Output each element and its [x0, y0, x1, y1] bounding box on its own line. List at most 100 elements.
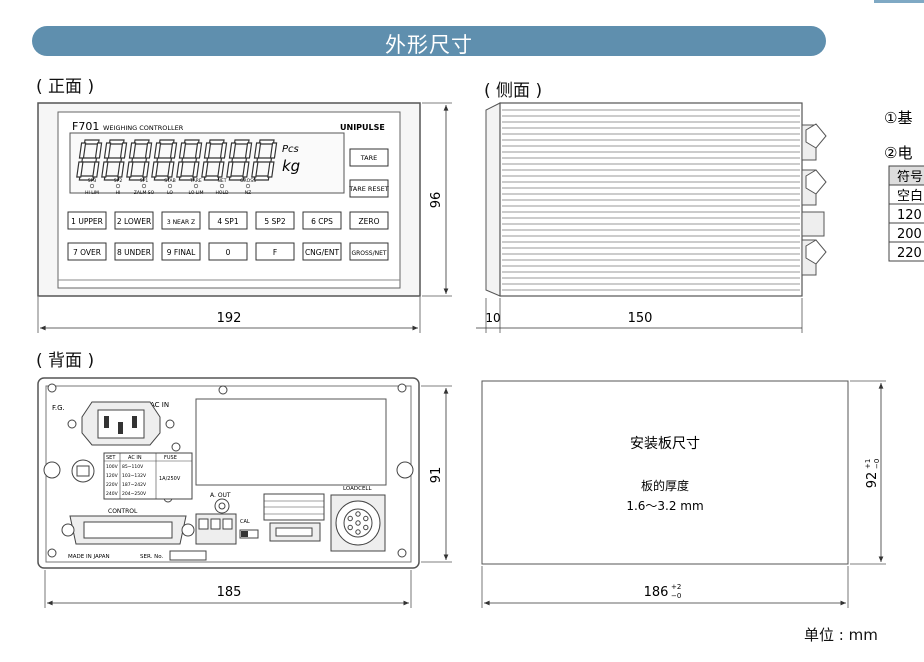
panel-cutout-view: 安装板尺寸 板的厚度 1.6～3.2 mm 186 +2 −0 92 +1 −0	[481, 380, 886, 608]
unit-note: 单位 : mm	[804, 626, 878, 644]
svg-text:5 SP2: 5 SP2	[264, 217, 285, 226]
key-tare-reset[interactable]: TARE RESET	[348, 179, 389, 198]
title-banner: 外形尺寸	[32, 26, 826, 57]
note-row: 空白	[897, 188, 923, 204]
status-indicator: STAB LO	[164, 178, 175, 196]
digit-8	[101, 139, 128, 181]
vt-header-fuse: FUSE	[164, 455, 177, 461]
panel-width-tol-minus: −0	[671, 592, 681, 600]
keypad-key[interactable]: F	[255, 242, 295, 261]
unit-pcs: Pcs	[282, 144, 299, 155]
vt-cell: 204~250V	[122, 491, 147, 497]
svg-text:TARE: TARE	[360, 154, 378, 162]
digit-8	[201, 139, 228, 181]
option-slot	[195, 398, 387, 486]
vt-cell: 85~110V	[122, 464, 144, 470]
indicator-bottom-label: HOLD	[216, 190, 229, 196]
digit-8	[176, 139, 203, 181]
front-width-dim: 192	[217, 311, 242, 326]
rear-ser-label: SER. No.	[140, 554, 163, 560]
note-row: 220	[897, 246, 922, 261]
section-rear-label: ( 背面 )	[36, 351, 95, 371]
panel-title: 安装板尺寸	[630, 436, 700, 452]
indicator-bottom-label: LO	[167, 190, 173, 196]
panel-cutout	[481, 380, 849, 565]
keypad-key[interactable]: 9 FINAL	[161, 242, 201, 261]
svg-text:4 SP1: 4 SP1	[217, 217, 238, 226]
keypad-key[interactable]: 3 NEAR Z	[161, 211, 201, 230]
vt-fuse: 1A/250V	[159, 476, 181, 482]
indicator-top-label: STAB	[164, 178, 175, 184]
rear-made-label: MADE IN JAPAN	[68, 554, 110, 560]
keypad-key[interactable]: CNG/ENT	[302, 242, 342, 261]
note-table-header: 符号	[897, 169, 923, 185]
indicator-bottom-label: HI	[116, 190, 121, 196]
vt-cell: 103~132V	[122, 473, 147, 479]
panel-height-dim: 92	[865, 472, 880, 489]
right-notes: ①基 ②电 符号 空白 120 200 220	[884, 109, 924, 262]
keypad-key[interactable]: ZERO	[349, 211, 389, 230]
voltage-table: SET AC IN FUSE 100V 85~110V 120V 103~132…	[103, 452, 193, 500]
rear-aout-label: A. OUT	[210, 492, 231, 499]
panel-height-tol-plus: +1	[864, 459, 872, 469]
banner-title: 外形尺寸	[385, 33, 473, 57]
vt-header-acin: AC IN	[128, 455, 142, 461]
key-tare[interactable]: TARE	[349, 148, 389, 167]
rear-acin-label: AC IN	[150, 401, 169, 409]
vt-cell: 120V	[106, 473, 119, 479]
keypad-key[interactable]: 4 SP1	[208, 211, 248, 230]
cal-switch	[239, 529, 259, 539]
indicator-bottom-label: HI LIM	[85, 190, 99, 196]
svg-text:TARE RESET: TARE RESET	[348, 185, 388, 193]
indicator-bottom-label: NZ	[245, 190, 251, 196]
front-subtitle: WEIGHING CONTROLLER	[103, 124, 184, 132]
rear-height-dim: 91	[429, 467, 444, 484]
digit-8	[76, 139, 103, 181]
fuse-holder	[71, 459, 95, 483]
svg-text:2 LOWER: 2 LOWER	[117, 217, 151, 226]
unit-kg: kg	[282, 157, 300, 175]
keypad-key[interactable]: GROSS/NET	[349, 242, 389, 261]
indicator-top-label: NET	[218, 178, 227, 184]
svg-text:0: 0	[226, 248, 231, 257]
rear-fg-label: F.G.	[52, 404, 65, 412]
keypad-key[interactable]: 0	[208, 242, 248, 261]
note-row: 200	[897, 227, 922, 242]
digit-8	[126, 139, 153, 181]
svg-text:ZERO: ZERO	[359, 217, 380, 226]
indicator-top-label: SP1	[140, 178, 149, 184]
side-depth-front: 10	[485, 311, 500, 325]
rear-width-dim: 185	[217, 585, 242, 600]
side-view: 10 150	[476, 102, 827, 333]
front-brand: UNIPULSE	[340, 123, 385, 132]
keypad-key[interactable]: 7 OVER	[67, 242, 107, 261]
svg-text:8 UNDER: 8 UNDER	[117, 248, 151, 257]
panel-height-tol-minus: −0	[873, 459, 881, 469]
section-side-label: ( 侧面 )	[484, 81, 543, 101]
keypad-key[interactable]: 5 SP2	[255, 211, 295, 230]
rear-control-label: CONTROL	[108, 508, 138, 515]
corner-accent-bar	[874, 0, 924, 3]
vt-cell: 240V	[106, 491, 119, 497]
indicator-top-label: GROSS	[240, 178, 256, 184]
status-indicator: GROSS NZ	[240, 178, 256, 196]
svg-text:1 UPPER: 1 UPPER	[71, 217, 103, 226]
svg-text:6 CPS: 6 CPS	[311, 217, 333, 226]
rear-loadcell-label: LOADCELL	[343, 486, 372, 492]
rear-view: F.G. AC IN SET AC IN FUSE 100V 85~110V 1…	[37, 377, 452, 608]
keypad-key[interactable]: 6 CPS	[302, 211, 342, 230]
side-body	[499, 102, 803, 297]
svg-text:9 FINAL: 9 FINAL	[167, 248, 196, 257]
svg-text:F: F	[273, 248, 277, 257]
note-2: ②电	[884, 144, 912, 162]
indicator-top-label: TARE	[189, 178, 202, 184]
note-1: ①基	[884, 109, 912, 127]
keypad-key[interactable]: 1 UPPER	[67, 211, 107, 230]
keypad-key[interactable]: 2 LOWER	[114, 211, 154, 230]
digit-8	[151, 139, 178, 181]
keypad-key[interactable]: 8 UNDER	[114, 242, 154, 261]
indicator-top-label: SP3	[88, 178, 97, 184]
